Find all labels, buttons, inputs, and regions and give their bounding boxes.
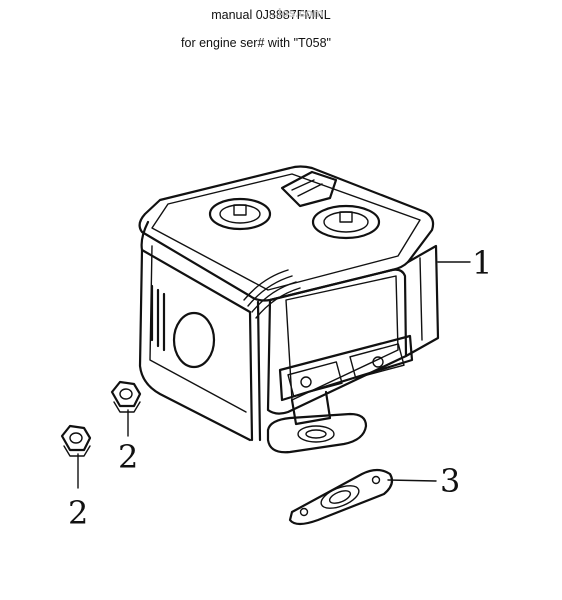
callout-3: 3 [440,462,460,500]
watermark: ...los.com [268,6,324,20]
nut-lower [60,424,92,457]
leader-line-3 [387,479,437,482]
nut-upper [110,380,142,413]
gasket [288,468,394,526]
callout-2-lower: 2 [68,494,88,532]
engine-serial-text: for engine ser# with "T058" [181,36,331,50]
muffler-assembly [138,165,440,454]
manual-number-text: manual 0J8887FMNL [211,8,331,22]
callout-1: 1 [472,244,492,282]
callout-2-upper: 2 [118,438,138,476]
